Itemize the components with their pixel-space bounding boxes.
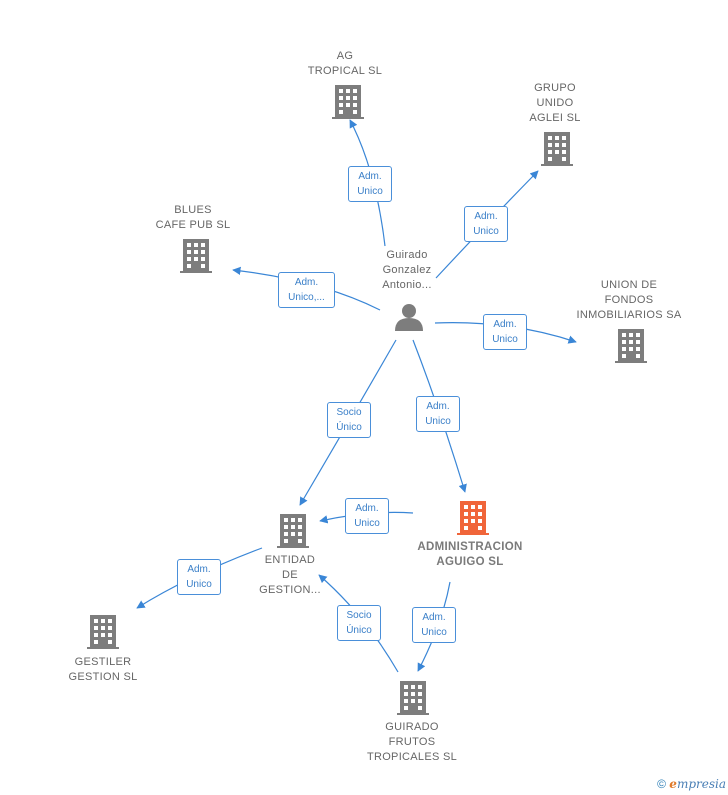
building-icon[interactable] xyxy=(277,514,309,548)
edge-label[interactable]: Adm. Unico xyxy=(412,607,456,643)
node-label-grupo-unido: GRUPO UNIDO AGLEI SL xyxy=(529,82,581,124)
building-icon[interactable] xyxy=(615,329,647,363)
building-icon[interactable] xyxy=(332,85,364,119)
building-icon[interactable] xyxy=(397,681,429,715)
edge-label[interactable]: Adm. Unico xyxy=(416,396,460,432)
empresia-credit[interactable]: © empresia xyxy=(657,777,726,791)
edge-label[interactable]: Adm. Unico xyxy=(177,559,221,595)
node-label-entidad: ENTIDAD DE GESTION... xyxy=(259,554,321,596)
edge-label[interactable]: Adm. Unico xyxy=(345,498,389,534)
edge-label[interactable]: Adm. Unico xyxy=(464,206,508,242)
person-label: Guirado Gonzalez Antonio... xyxy=(382,249,432,291)
edge-label[interactable]: Socio Único xyxy=(327,402,371,438)
node-label-gestiler: GESTILER GESTION SL xyxy=(68,656,138,683)
node-label-administracion: ADMINISTRACION AGUIGO SL xyxy=(417,541,523,568)
building-icon[interactable] xyxy=(87,615,119,649)
edge-label[interactable]: Adm. Unico xyxy=(483,314,527,350)
node-label-ag-tropical: AG TROPICAL SL xyxy=(307,50,383,77)
edge-label[interactable]: Adm. Unico xyxy=(348,166,392,202)
node-label-union-fondos: UNION DE FONDOS INMOBILIARIOS SA xyxy=(576,279,682,321)
copyright-symbol: © xyxy=(657,777,666,791)
empresia-logo-text: mpresia xyxy=(676,777,726,791)
building-icon[interactable] xyxy=(457,501,489,535)
empresia-logo-initial: e xyxy=(669,777,677,791)
edge-label[interactable]: Adm. Unico,... xyxy=(278,272,335,308)
building-icon[interactable] xyxy=(541,132,573,166)
edge-label[interactable]: Socio Único xyxy=(337,605,381,641)
node-label-guirado-frutos: GUIRADO FRUTOS TROPICALES SL xyxy=(366,721,458,763)
building-icon[interactable] xyxy=(180,239,212,273)
person-icon[interactable] xyxy=(395,304,423,331)
node-label-blues: BLUES CAFE PUB SL xyxy=(155,204,231,231)
